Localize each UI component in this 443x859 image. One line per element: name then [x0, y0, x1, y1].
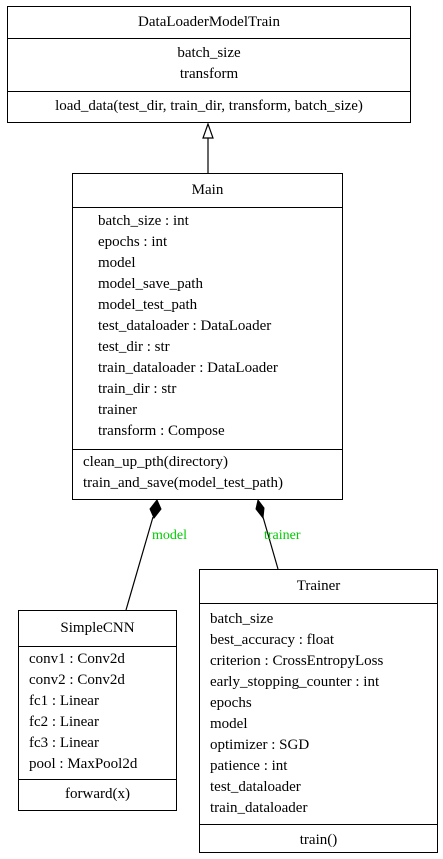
attribute: conv1 : Conv2d	[29, 651, 125, 667]
attribute: conv2 : Conv2d	[29, 672, 125, 688]
method: train()	[299, 832, 338, 848]
attribute: epochs	[210, 695, 252, 711]
class-dataloadermodeltrain: DataLoaderModelTrain batch_size transfor…	[7, 6, 411, 123]
attribute: pool : MaxPool2d	[29, 756, 138, 772]
attribute: batch_size	[210, 611, 274, 627]
attribute: transform : Compose	[98, 423, 225, 439]
composition-model-diamond	[149, 499, 162, 519]
method: train_and_save(model_test_path)	[83, 475, 283, 491]
methods-section: clean_up_pth(directory) train_and_save(m…	[73, 449, 342, 494]
attribute: patience : int	[210, 758, 288, 774]
attributes-section: batch_size best_accuracy : float criteri…	[200, 603, 437, 824]
methods-section: forward(x)	[19, 779, 176, 805]
method: load_data(test_dir, train_dir, transform…	[55, 98, 363, 114]
class-simplecnn: SimpleCNN conv1 : Conv2d conv2 : Conv2d …	[18, 610, 177, 811]
class-title: SimpleCNN	[60, 620, 135, 636]
method: forward(x)	[65, 786, 130, 802]
methods-section: train()	[200, 824, 437, 851]
attribute: model_test_path	[98, 297, 198, 313]
attribute: model	[210, 716, 248, 732]
attribute: fc3 : Linear	[29, 735, 99, 751]
attribute: optimizer : SGD	[210, 737, 310, 753]
class-trainer: Trainer batch_size best_accuracy : float…	[199, 569, 438, 853]
attribute: trainer	[98, 402, 138, 418]
relation-label-trainer: trainer	[264, 528, 301, 543]
attribute: early_stopping_counter : int	[210, 674, 380, 690]
methods-section: load_data(test_dir, train_dir, transform…	[8, 91, 410, 117]
attribute: best_accuracy : float	[210, 632, 335, 648]
attribute: batch_size	[177, 45, 241, 61]
attribute: train_dataloader	[210, 800, 308, 816]
attribute: model_save_path	[98, 276, 203, 292]
attributes-section: conv1 : Conv2d conv2 : Conv2d fc1 : Line…	[19, 646, 176, 779]
attribute: test_dataloader : DataLoader	[98, 318, 272, 334]
composition-trainer-diamond	[255, 498, 265, 520]
attribute: train_dataloader : DataLoader	[98, 360, 278, 376]
attribute: fc1 : Linear	[29, 693, 99, 709]
method: clean_up_pth(directory)	[83, 454, 228, 470]
attribute: train_dir : str	[98, 381, 177, 397]
attributes-section: batch_size : int epochs : int model mode…	[73, 207, 342, 449]
attribute: criterion : CrossEntropyLoss	[210, 653, 384, 669]
attribute: test_dir : str	[98, 339, 170, 355]
attribute: transform	[179, 66, 239, 82]
attribute: batch_size : int	[98, 213, 189, 229]
attribute: fc2 : Linear	[29, 714, 99, 730]
attribute: test_dataloader	[210, 779, 301, 795]
composition-model-line	[125, 516, 154, 611]
composition-trainer-line	[262, 516, 279, 570]
inheritance-arrowhead	[202, 122, 214, 139]
class-title: Trainer	[296, 578, 341, 594]
attribute: model	[98, 255, 136, 271]
class-main: Main batch_size : int epochs : int model…	[72, 173, 343, 500]
class-title: DataLoaderModelTrain	[138, 14, 280, 30]
relation-label-model: model	[152, 528, 187, 543]
class-title: Main	[191, 182, 224, 198]
attribute: epochs : int	[98, 234, 168, 250]
attributes-section: batch_size transform	[8, 38, 410, 91]
